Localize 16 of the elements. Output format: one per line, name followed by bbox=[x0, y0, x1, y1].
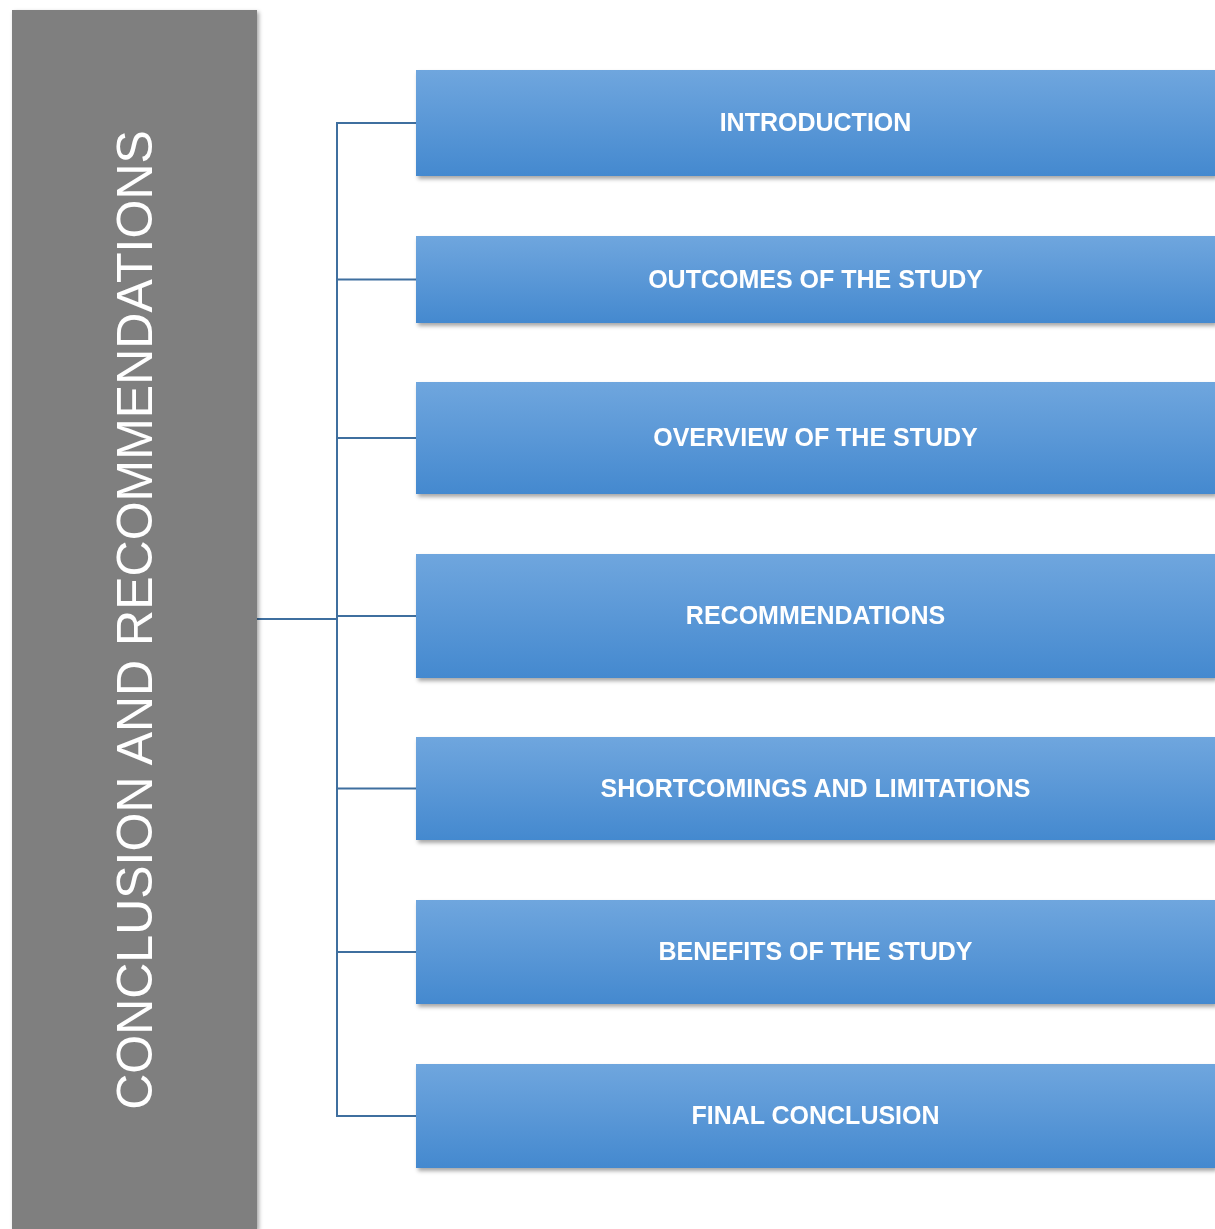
topic-box bbox=[416, 737, 1215, 840]
topic-label: FINAL CONCLUSION bbox=[690, 1100, 941, 1132]
topic-box bbox=[416, 554, 1215, 678]
section-panel bbox=[12, 10, 257, 1229]
topic-label: INTRODUCTION bbox=[718, 107, 913, 139]
topic-box bbox=[416, 236, 1215, 323]
topic-label: OUTCOMES OF THE STUDY bbox=[647, 263, 984, 295]
section-title: CONCLUSION AND RECOMMENDATIONS bbox=[109, 129, 160, 1110]
topic-box bbox=[416, 900, 1215, 1004]
topic-box bbox=[416, 1064, 1215, 1168]
topic-box bbox=[416, 70, 1215, 176]
topic-label: SHORTCOMINGS AND LIMITATIONS bbox=[599, 772, 1032, 804]
topic-label: RECOMMENDATIONS bbox=[684, 600, 947, 632]
topic-label: BENEFITS OF THE STUDY bbox=[657, 936, 974, 968]
topic-label: OVERVIEW OF THE STUDY bbox=[652, 422, 979, 454]
topic-box bbox=[416, 382, 1215, 494]
